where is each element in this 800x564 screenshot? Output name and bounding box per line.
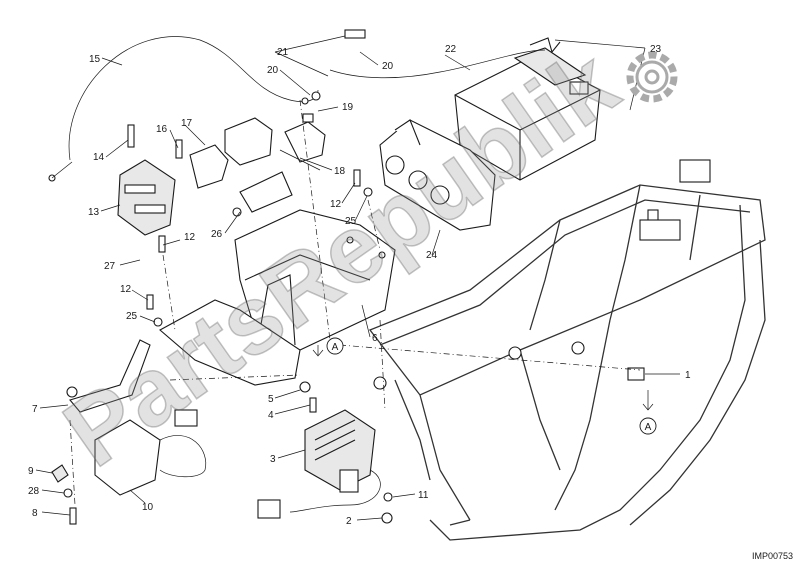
callout-7: 7	[32, 404, 38, 415]
rear-subframe	[368, 159, 766, 541]
callout-4: 4	[268, 410, 274, 421]
callout-12-lower: 12	[120, 284, 132, 295]
callout-20-left: 20	[267, 65, 279, 76]
callout-5: 5	[268, 394, 274, 405]
callout-22: 22	[445, 44, 457, 55]
callout-21: 21	[277, 47, 289, 58]
callout-13: 13	[88, 207, 100, 218]
ignition-unit	[66, 339, 207, 496]
callout-28: 28	[28, 486, 40, 497]
callout-2: 2	[346, 516, 352, 527]
callout-16: 16	[156, 124, 168, 135]
callout-8: 8	[32, 508, 38, 519]
callout-27: 27	[104, 261, 116, 272]
callout-17: 17	[181, 118, 193, 129]
callout-12-left: 12	[184, 232, 196, 243]
callout-24: 24	[426, 250, 438, 261]
battery-holder	[379, 119, 496, 231]
reference-marker-a-upper: A	[326, 337, 344, 355]
leader-lines	[35, 35, 680, 521]
control-unit	[117, 159, 176, 236]
callout-26: 26	[211, 229, 223, 240]
reference-marker-label: A	[332, 342, 339, 353]
callout-9: 9	[28, 466, 34, 477]
callout-1: 1	[685, 370, 691, 381]
callout-19: 19	[342, 102, 354, 113]
callout-12-right: 12	[330, 199, 342, 210]
battery-tray	[159, 209, 396, 386]
gear-icon	[626, 51, 678, 103]
battery	[454, 37, 601, 181]
reference-marker-a-lower: A	[639, 417, 657, 435]
callout-10: 10	[142, 502, 154, 513]
callout-6: 6	[372, 333, 378, 344]
callout-20-right: 20	[382, 61, 394, 72]
callout-25-left: 25	[126, 311, 138, 322]
callout-11: 11	[418, 490, 429, 501]
drawing-code: IMP00753	[752, 551, 793, 561]
reference-marker-label: A	[645, 422, 652, 433]
callout-3: 3	[270, 454, 276, 465]
fasteners	[51, 29, 645, 525]
callout-15: 15	[89, 54, 101, 65]
callout-labels: 1 2 3 4 5 6 7 8 9 10 11 12 12 12 13 14 1…	[28, 44, 691, 527]
callout-25-right: 25	[345, 216, 357, 227]
callout-18: 18	[334, 166, 346, 177]
callout-14: 14	[93, 152, 105, 163]
voltage-regulator	[257, 409, 381, 519]
relay-group	[189, 113, 326, 213]
callout-23: 23	[650, 44, 662, 55]
